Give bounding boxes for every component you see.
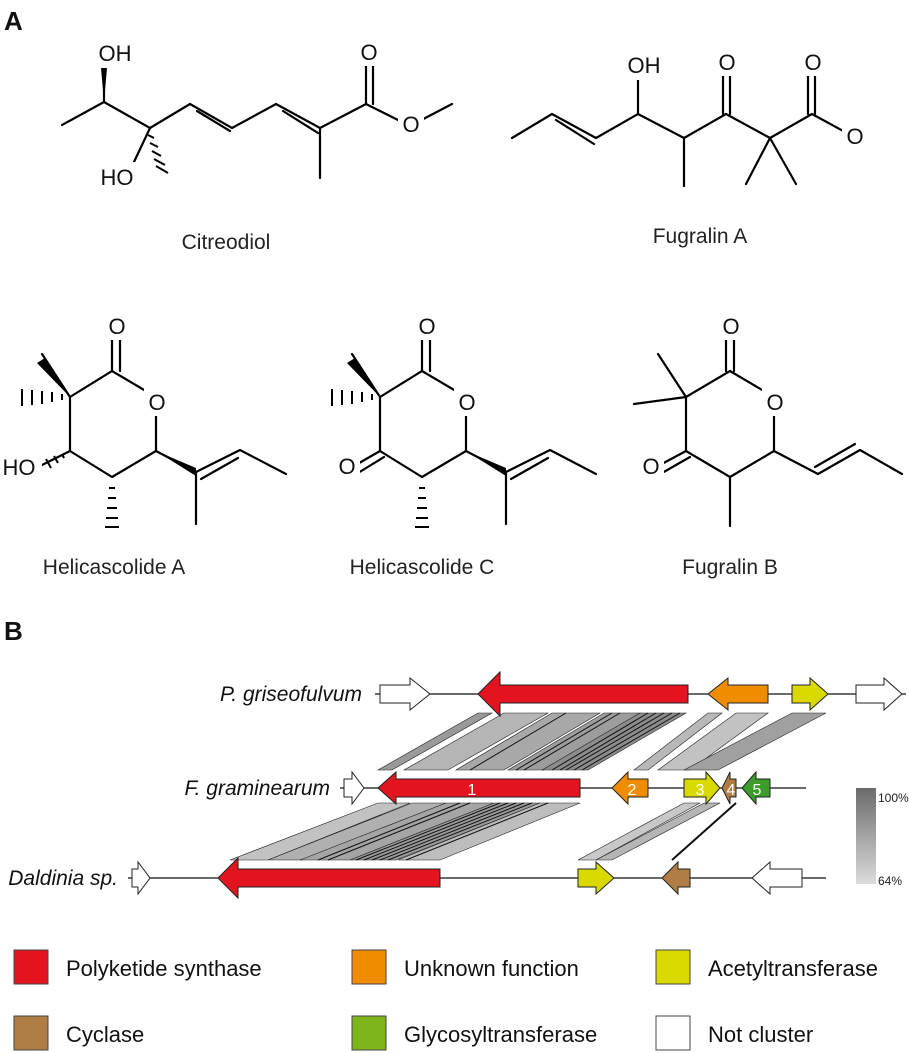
identity-scale: 100% 64% [856, 788, 909, 888]
gene-arrow-cyclase [721, 771, 737, 805]
gene-arrow-not-cluster [751, 860, 803, 896]
gene-arrow-unknown [707, 676, 769, 712]
gene-number: 3 [696, 782, 705, 799]
legend-swatch-unknown-function [351, 949, 387, 985]
legend: Polyketide synthase Unknown function Ace… [13, 949, 878, 1051]
atom-label: O [766, 390, 783, 415]
atom-label: O [458, 390, 475, 415]
atom-label: O [642, 454, 659, 479]
gene-arrow-cyclase [661, 860, 691, 896]
gene-arrow-acetyltransferase [577, 860, 615, 896]
gene-arrow-not-cluster [343, 770, 365, 806]
gene-arrow-pks [477, 670, 689, 718]
legend-label-unknown-function: Unknown function [404, 956, 579, 981]
hashed-bonds [21, 134, 429, 528]
legend-swatch-polyketide-synthase [13, 949, 49, 985]
helicascolide-c-structure [350, 330, 598, 526]
gene-arrow-pks [377, 770, 581, 806]
atom-label-masks [0, 38, 868, 482]
gene-arrow-unknown [611, 770, 649, 806]
scale-min-label: 64% [878, 874, 902, 888]
compound-name-fugralin-a: Fugralin A [653, 225, 748, 248]
panel-b-label: B [4, 616, 23, 646]
similarity-ribbons-bottom [229, 802, 721, 861]
compound-name-helicascolide-a: Helicascolide A [43, 556, 185, 579]
atom-label: O [148, 390, 165, 415]
legend-label-polyketide-synthase: Polyketide synthase [66, 956, 262, 981]
gene-arrow-not-cluster [379, 676, 431, 712]
atom-label: O [718, 50, 735, 75]
helicascolide-a-structure [38, 330, 288, 526]
legend-label-glycosyltransferase: Glycosyltransferase [404, 1022, 597, 1047]
organism-f-graminearum: F. graminearum [184, 777, 330, 800]
gene-number: 4 [727, 782, 736, 799]
atom-label: O [360, 40, 377, 65]
atom-label: O [846, 124, 863, 149]
compound-name-citreodiol: Citreodiol [182, 231, 271, 254]
gene-arrow-acetyltransferase [791, 676, 829, 712]
atom-label: O [804, 50, 821, 75]
atom-label: OH [628, 53, 661, 78]
atom-label: OH [99, 41, 132, 66]
legend-swatch-acetyltransferase [655, 949, 691, 985]
gene-arrow-not-cluster [131, 860, 151, 896]
similarity-ribbons-top [376, 712, 827, 771]
atom-label: O [108, 314, 125, 339]
legend-swatch-glycosyltransferase [351, 1015, 387, 1051]
ribbon-edges-top [469, 712, 681, 771]
gene-arrow-acetyltransferase [683, 770, 721, 806]
atom-label: O [402, 112, 419, 137]
legend-label-not-cluster: Not cluster [708, 1022, 813, 1047]
gene-arrow-not-cluster [855, 676, 903, 712]
atom-label: HO [3, 455, 36, 480]
atom-label: HO [101, 165, 134, 190]
citreodiol-structure [60, 62, 454, 180]
wedge-bonds [37, 68, 506, 476]
ribbon-edges-bottom [317, 802, 737, 861]
compound-name-helicascolide-c: Helicascolide C [350, 556, 495, 579]
legend-swatch-not-cluster [655, 1015, 691, 1051]
atom-label: O [722, 314, 739, 339]
atom-label: O [338, 454, 355, 479]
atom-label: O [418, 314, 435, 339]
legend-swatch-cyclase [13, 1015, 49, 1051]
compound-name-fugralin-b: Fugralin B [682, 556, 778, 579]
gene-number: 5 [753, 782, 762, 799]
legend-label-acetyltransferase: Acetyltransferase [708, 956, 878, 981]
fugralin-b-structure [632, 330, 904, 528]
gene-number: 1 [468, 782, 477, 799]
organism-daldinia: Daldinia sp. [8, 867, 118, 890]
fugralin-a-structure [510, 70, 858, 188]
organism-p-griseofulvum: P. griseofulvum [220, 683, 362, 706]
scale-max-label: 100% [878, 791, 909, 805]
gene-arrow-pks [217, 856, 441, 900]
gene-number: 2 [628, 782, 637, 799]
panel-a-label: A [4, 6, 23, 36]
gene-arrow-glycosyltransferase [741, 770, 771, 806]
legend-label-cyclase: Cyclase [66, 1022, 144, 1047]
